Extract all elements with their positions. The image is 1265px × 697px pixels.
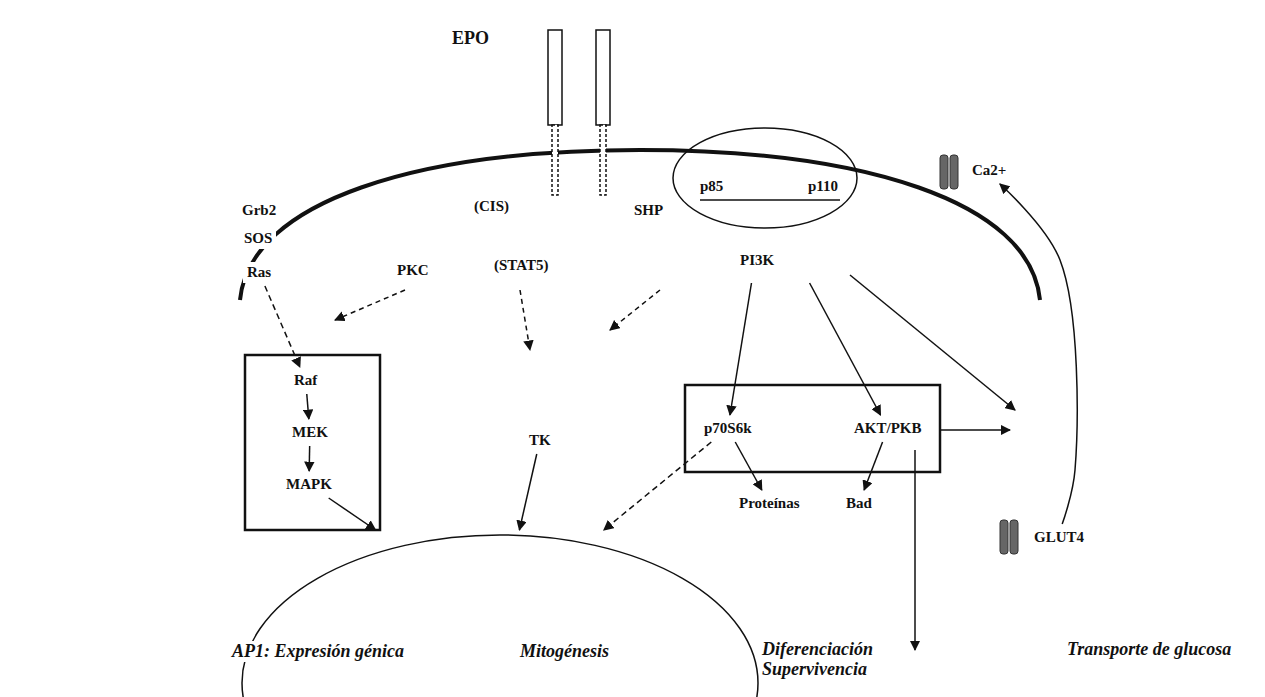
- protein-label: Grb2: [238, 200, 280, 221]
- complex-name: PI3K: [740, 252, 774, 269]
- protein-label: SOS: [240, 228, 276, 249]
- protein-label: Raf: [290, 370, 321, 391]
- signal-arrow: [308, 446, 310, 471]
- signal-arrow: [265, 286, 300, 367]
- signal-arrow: [519, 454, 536, 530]
- signal-arrow: [604, 442, 711, 530]
- protein-label: Ras: [243, 262, 275, 283]
- protein-label: MEK: [288, 422, 332, 443]
- protein-name: SHP: [634, 202, 663, 219]
- nucleus: AP1: Expresión génicaMitogénesis: [240, 533, 760, 697]
- signal-arrow: [1000, 184, 1077, 524]
- protein-label: GLUT4: [1030, 527, 1088, 548]
- protein-label: Bad: [842, 493, 876, 514]
- signal-arrow: [730, 283, 752, 415]
- protein-name: p70S6k: [704, 420, 752, 437]
- protein-name: (STAT5): [494, 257, 548, 274]
- nuclear-effect: Mitogénesis: [520, 641, 609, 662]
- signal-arrow: [307, 394, 309, 419]
- outcome-label: Transporte de glucosa: [1065, 640, 1239, 660]
- protein-name: MEK: [292, 424, 328, 441]
- signal-arrow: [810, 283, 881, 415]
- pi3k-effector-box: [685, 385, 940, 472]
- outcome-label: Diferenciación Supervivencia: [760, 640, 934, 680]
- epo-receptor: [548, 30, 610, 195]
- protein-label: (STAT5): [490, 255, 552, 276]
- protein-label: SHP: [630, 200, 667, 221]
- protein-label: TK: [525, 430, 555, 451]
- signal-arrow: [735, 442, 762, 490]
- protein-name: GLUT4: [1034, 529, 1084, 546]
- ion-channel: [940, 155, 1018, 554]
- signal-arrow: [864, 442, 882, 490]
- protein-label: (CIS): [470, 196, 513, 217]
- protein-name: (CIS): [474, 198, 509, 215]
- protein-name: Raf: [294, 372, 317, 389]
- protein-name: Ras: [247, 264, 271, 281]
- protein-name: Grb2: [242, 202, 276, 219]
- protein-label: Ca2+: [968, 160, 1010, 181]
- protein-label: p70S6k: [700, 418, 756, 439]
- mapk-cascade-box: [245, 355, 380, 530]
- nuclear-effect: AP1: Expresión génica: [232, 641, 404, 662]
- cell-membrane: [240, 150, 1040, 300]
- protein-name: MAPK: [286, 476, 332, 493]
- pi3k-ellipse: p85 p110PI3K: [670, 120, 860, 280]
- subunit-name: p110: [808, 178, 838, 195]
- signal-arrow: [329, 498, 376, 530]
- nucleus-outline: [240, 533, 760, 697]
- pathway-arrow: [335, 275, 1015, 650]
- molecule-label: EPO: [450, 28, 491, 49]
- protein-label: AKT/PKB: [850, 418, 926, 439]
- protein-name: Ca2+: [972, 162, 1006, 179]
- protein-name: TK: [529, 432, 551, 449]
- protein-label: MAPK: [282, 474, 336, 495]
- protein-name: Bad: [846, 495, 872, 512]
- molecule-label: PKC: [395, 262, 431, 279]
- protein-name: Proteínas: [739, 495, 800, 512]
- protein-name: SOS: [244, 230, 272, 247]
- protein-name: AKT/PKB: [854, 420, 922, 437]
- subunit-name: p85: [700, 178, 723, 195]
- protein-label: Proteínas: [735, 493, 804, 514]
